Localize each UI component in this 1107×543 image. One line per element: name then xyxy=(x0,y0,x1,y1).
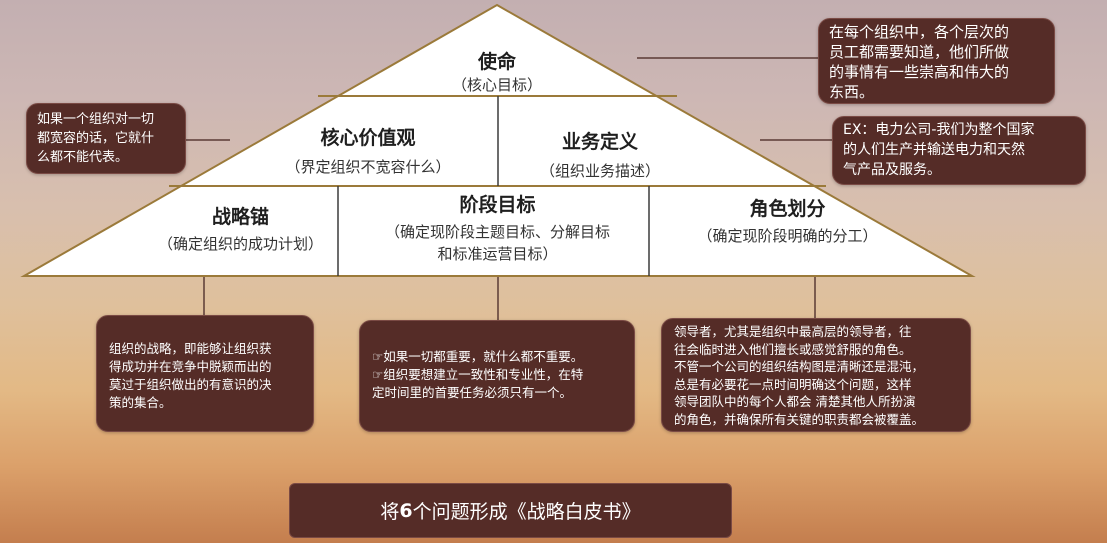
mission-callout-text: 在每个组织中，各个层次的 员工都需要知道，他们所做 的事情有一些崇高和伟大的 东… xyxy=(829,23,1010,101)
business-definition-callout: EX：电力公司-我们为整个国家 的人们生产并输送电力和天然 气产品及服务。 xyxy=(832,116,1086,185)
stage-goals-callout: ☞如果一切都重要，就什么都不重要。 ☞组织要想建立一致性和专业性，在特 定时间里… xyxy=(359,320,635,432)
banner-number: 6 xyxy=(399,499,413,522)
mission-callout: 在每个组织中，各个层次的 员工都需要知道，他们所做 的事情有一些崇高和伟大的 东… xyxy=(818,18,1055,104)
stage-goals-cell: 阶段目标 （确定现阶段主题目标、分解目标 和标准运营目标） xyxy=(365,193,630,265)
banner-suffix: 个问题形成《战略白皮书》 xyxy=(412,501,641,523)
core-values-cell: 核心价值观 （界定组织不宽容什么） xyxy=(248,126,488,178)
mission-cell: 使命 （核心目标） xyxy=(397,50,597,96)
business-definition-subtitle: （组织业务描述） xyxy=(539,162,660,180)
core-values-subtitle: （界定组织不宽容什么） xyxy=(285,158,451,176)
stage-goals-callout-text: ☞如果一切都重要，就什么都不重要。 ☞组织要想建立一致性和专业性，在特 定时间里… xyxy=(372,349,584,400)
role-division-callout: 领导者，尤其是组织中最高层的领导者，往 往会临时进入他们擅长或感觉舒服的角色。 … xyxy=(661,318,971,432)
strategy-anchor-subtitle: （确定组织的成功计划） xyxy=(157,235,323,253)
business-definition-title: 业务定义 xyxy=(561,131,638,153)
business-definition-callout-text: EX：电力公司-我们为整个国家 的人们生产并输送电力和天然 气产品及服务。 xyxy=(843,122,1035,178)
mission-subtitle: （核心目标） xyxy=(451,76,542,94)
role-division-callout-text: 领导者，尤其是组织中最高层的领导者，往 往会临时进入他们擅长或感觉舒服的角色。 … xyxy=(674,324,925,427)
stage-goals-title: 阶段目标 xyxy=(459,194,536,216)
role-division-subtitle: （确定现阶段明确的分工） xyxy=(697,227,878,245)
strategy-anchor-cell: 战略锚 （确定组织的成功计划） xyxy=(148,205,333,255)
stage-goals-subtitle-line2: 和标准运营目标） xyxy=(437,245,558,263)
strategy-anchor-callout: 组织的战略，即能够让组织获 得成功并在竞争中脱颖而出的 莫过于组织做出的有意识的… xyxy=(96,315,314,432)
mission-title: 使命 xyxy=(477,51,516,73)
core-values-callout-text: 如果一个组织对一切 都宽容的话，它就什 么都不能代表。 xyxy=(37,112,155,165)
business-definition-cell: 业务定义 （组织业务描述） xyxy=(505,130,695,182)
banner-prefix: 将 xyxy=(380,501,400,523)
core-values-callout: 如果一个组织对一切 都宽容的话，它就什 么都不能代表。 xyxy=(26,103,186,174)
role-division-title: 角色划分 xyxy=(749,198,826,220)
role-division-cell: 角色划分 （确定现阶段明确的分工） xyxy=(680,197,895,247)
strategy-anchor-callout-text: 组织的战略，即能够让组织获 得成功并在竞争中脱颖而出的 莫过于组织做出的有意识的… xyxy=(109,341,272,410)
core-values-title: 核心价值观 xyxy=(320,127,416,149)
stage-goals-subtitle-line1: （确定现阶段主题目标、分解目标 xyxy=(384,223,610,241)
strategy-anchor-title: 战略锚 xyxy=(211,206,269,228)
